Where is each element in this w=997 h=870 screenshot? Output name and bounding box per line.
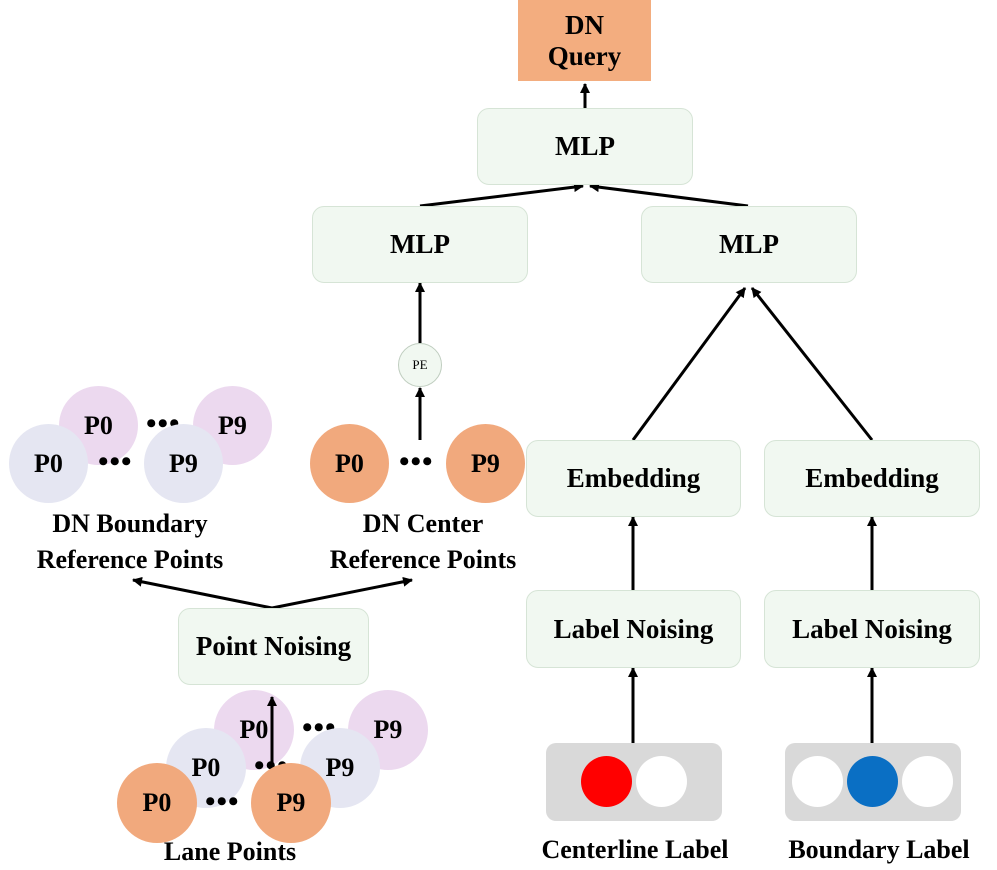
dn-boundary-label: DN Boundary Reference Points — [10, 506, 250, 578]
dn-query-box: DN Query — [518, 0, 651, 81]
lane-back-p0: P0 — [214, 690, 294, 770]
lane-front-p0: P0 — [117, 763, 197, 843]
mlp-left-box: MLP — [312, 206, 528, 283]
lane-front-ellipsis: ••• — [205, 785, 240, 818]
center-p0: P0 — [310, 424, 389, 503]
centerline-empty-dot — [636, 756, 687, 807]
dn-center-label: DN Center Reference Points — [303, 506, 543, 578]
lane-front-p9: P9 — [251, 763, 331, 843]
dn-query-line2: Query — [547, 40, 622, 71]
boundary-empty-dot-1 — [792, 756, 843, 807]
arrow-noising-to-boundary — [132, 576, 273, 610]
embedding-right-box: Embedding — [764, 440, 980, 517]
centerline-label-text: Centerline Label — [541, 835, 729, 864]
boundary-front-p0: P0 — [9, 424, 88, 503]
point-noising-box: Point Noising — [178, 608, 369, 685]
center-ellipsis: ••• — [399, 445, 434, 478]
arrow-embed-left-to-mlp — [631, 287, 747, 441]
label-noising-right-box: Label Noising — [764, 590, 980, 668]
boundary-label-text: Boundary Label — [788, 835, 970, 864]
centerline-label-box — [546, 743, 722, 821]
dn-center-line2: Reference Points — [329, 545, 517, 574]
arrow-noising-to-center — [271, 576, 413, 610]
dn-query-line1: DN — [565, 9, 604, 40]
mlp-right-box: MLP — [641, 206, 857, 283]
arrow-mlp-right-to-top — [589, 182, 749, 208]
dn-center-line1: DN Center — [362, 509, 484, 538]
boundary-blue-dot — [847, 756, 898, 807]
pe-node: PE — [398, 343, 442, 387]
label-noising-left-box: Label Noising — [526, 590, 741, 668]
mlp-top-box: MLP — [477, 108, 693, 185]
centerline-red-dot — [581, 756, 632, 807]
boundary-empty-dot-2 — [902, 756, 953, 807]
arrow-mlp-left-to-top — [419, 182, 584, 208]
boundary-front-p9: P9 — [144, 424, 223, 503]
dn-boundary-line2: Reference Points — [36, 545, 224, 574]
dn-boundary-line1: DN Boundary — [52, 509, 208, 538]
embedding-left-box: Embedding — [526, 440, 741, 517]
arrow-embed-right-to-mlp — [750, 287, 874, 441]
lane-points-label: Lane Points — [163, 837, 297, 866]
center-p9: P9 — [446, 424, 525, 503]
boundary-front-ellipsis: ••• — [98, 445, 133, 478]
